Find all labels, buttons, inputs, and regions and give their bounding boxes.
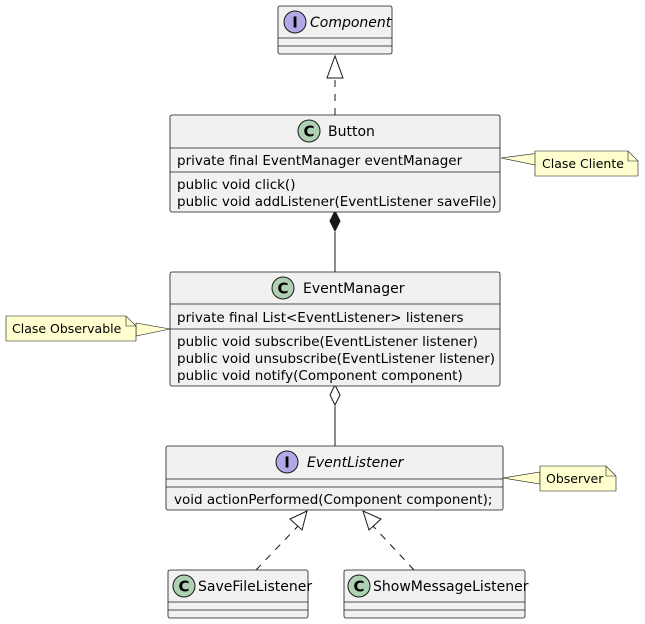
method: public void notify(Component component) [177, 368, 463, 384]
method: public void addListener(EventListener sa… [177, 194, 497, 210]
note-clase-observable: Clase Observable [5, 315, 137, 342]
class-badge-letter: C [178, 578, 189, 596]
interface-badge-icon [283, 10, 307, 34]
composition-diamond [329, 209, 341, 233]
class-showmessagelistener: C ShowMessageListener [343, 569, 529, 619]
method: public void click() [177, 177, 295, 193]
interface-badge-letter: I [292, 14, 298, 32]
class-name: EventListener [307, 455, 405, 471]
field: private final EventManager eventManager [177, 153, 463, 169]
note-connector-eventmanager [135, 322, 171, 337]
class-badge-icon [347, 574, 371, 598]
class-badge-letter: C [303, 123, 314, 141]
method: void actionPerformed(Component component… [174, 492, 492, 508]
note-clase-cliente: Clase Cliente [534, 150, 639, 177]
interface-badge-letter: I [284, 454, 290, 472]
note-observer: Observer [539, 465, 617, 492]
class-name: Button [328, 124, 375, 140]
note-connector-button [500, 152, 541, 167]
aggregation-diamond [329, 383, 341, 407]
class-name: ShowMessageListener [373, 579, 529, 595]
interface-badge-icon [275, 450, 299, 474]
method: public void subscribe(EventListener list… [177, 334, 478, 350]
class-name: Component [310, 15, 392, 31]
method: public void unsubscribe(EventListener li… [177, 351, 495, 367]
class-badge-icon [172, 574, 196, 598]
class-button: C Button private final EventManager even… [169, 114, 501, 213]
class-component: I Component [277, 5, 393, 55]
note-text: Observer [546, 471, 604, 486]
class-name: EventManager [303, 281, 405, 297]
class-eventmanager: C EventManager private final List<EventL… [169, 271, 501, 387]
class-savefilelistener: C SaveFileListener [167, 569, 312, 619]
realization-arrowhead [289, 510, 308, 531]
class-badge-icon [297, 119, 321, 143]
field: private final List<EventListener> listen… [177, 310, 463, 326]
class-eventlistener: I EventListener void actionPerformed(Com… [165, 445, 504, 511]
class-name: SaveFileListener [198, 579, 312, 595]
note-connector-eventlistener [502, 471, 541, 485]
note-text: Clase Observable [12, 321, 122, 336]
class-badge-icon [271, 276, 295, 300]
note-text: Clase Cliente [542, 156, 624, 171]
class-badge-letter: C [277, 280, 288, 298]
class-badge-letter: C [353, 578, 364, 596]
realization-arrowhead [326, 54, 344, 79]
edge-savefile-eventlistener [255, 525, 299, 571]
realization-arrowhead [362, 510, 382, 531]
edge-showmessage-eventlistener [372, 525, 415, 571]
